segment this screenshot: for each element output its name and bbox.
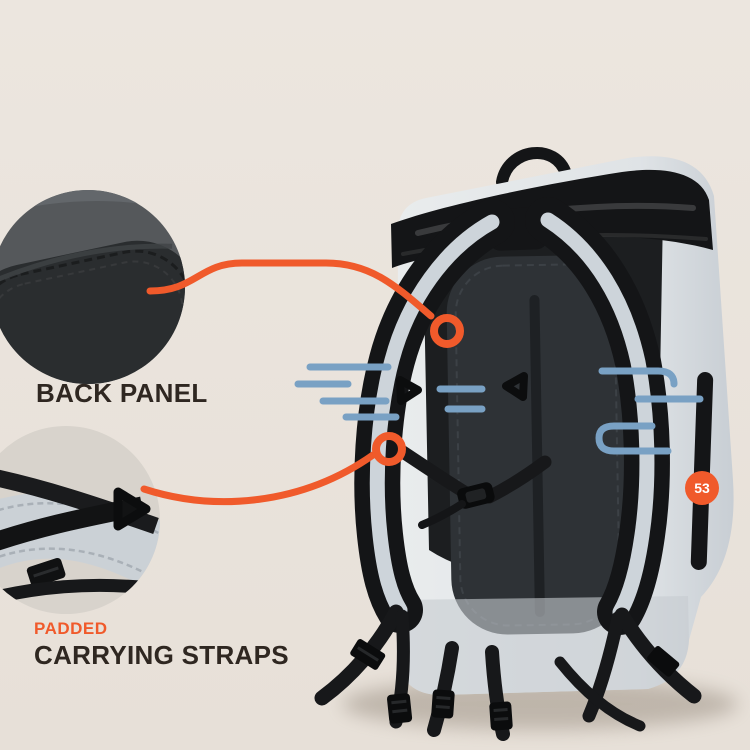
badge-text: 53 [694, 480, 710, 496]
ladderlock-slot [493, 708, 508, 712]
leader-line-back-panel [146, 259, 435, 320]
ladderlock-body [489, 701, 513, 731]
back-panel-label: BACK PANEL [36, 378, 208, 408]
right-strap-dring [502, 372, 528, 401]
right-strap-padding-stripe [540, 212, 655, 620]
back-cushion-groove [529, 295, 545, 617]
ladderlock-slot [494, 717, 509, 721]
inset2-webbing-lower [0, 578, 151, 609]
ladderlock-slot [436, 696, 451, 700]
speed-line-hook [598, 367, 678, 388]
triglide-slot [357, 646, 379, 662]
triglide-body [647, 646, 680, 677]
speed-line-curl [595, 422, 672, 455]
inset2-stitch-bottom [0, 547, 160, 584]
ladderlock-slot [435, 705, 450, 709]
top-handle [496, 147, 572, 188]
left-strap-dring [396, 376, 422, 405]
inset2-buckle [26, 557, 66, 587]
inset1-stitch-outer [0, 249, 185, 384]
carrying-straps-label: CARRYING STRAPS [34, 640, 289, 670]
callout-connectors [140, 259, 464, 506]
ladderlock-slot [391, 699, 407, 705]
ladderlock-body [431, 689, 455, 719]
sternum-buckle [457, 482, 495, 509]
backpack-illustration: 53 [314, 147, 734, 741]
inset1-pad-highlight [0, 243, 173, 294]
speed-lines [294, 363, 704, 455]
right-webbing-extra [554, 656, 646, 732]
ladderlock-body [386, 693, 413, 724]
carrying-straps-inset-photo [0, 426, 160, 614]
back-cushion [446, 255, 629, 635]
target-ring-straps-icon [372, 432, 406, 466]
inset2-buckle-slot [33, 566, 59, 578]
left-ladderlock-buckle [386, 693, 413, 724]
right-triglide-buckle [647, 646, 680, 677]
sternum-strap-tail [418, 500, 466, 529]
ladderlock-slot [392, 708, 408, 714]
badge-circle [685, 471, 719, 505]
side-strap [690, 372, 714, 570]
badge-sticker: 53 [685, 471, 719, 505]
sternum-buckle-slot [465, 488, 487, 503]
right-webbing-lower [582, 611, 625, 723]
center-buckle-1 [431, 689, 455, 719]
leader-line-straps [140, 451, 377, 506]
padded-label: PADDED [34, 619, 108, 638]
left-triglide-buckle [350, 639, 386, 670]
inset2-dring [113, 487, 151, 531]
target-ring-back-panel-icon [430, 314, 464, 348]
center-buckle-2 [489, 701, 513, 731]
